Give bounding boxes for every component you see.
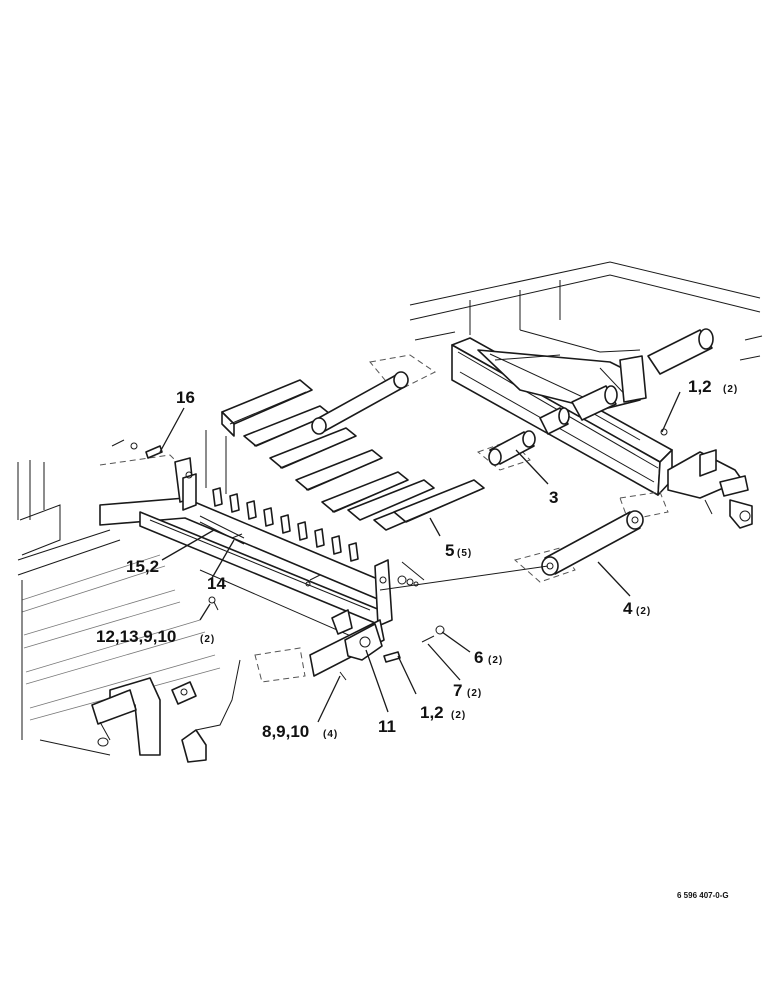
callout-11: 11 — [378, 717, 396, 736]
clip — [229, 493, 240, 513]
clip — [280, 514, 291, 534]
callout-1-2-bottom-qty: (2) — [451, 710, 466, 721]
frame-upper-right — [409, 261, 763, 361]
callout-8-9-10: 8,9,10 — [262, 722, 309, 741]
lower-plate — [309, 609, 385, 677]
roller-item-3 — [488, 430, 536, 466]
clip — [348, 542, 359, 562]
callout-1-2-bottom: 1,2 — [420, 703, 444, 722]
slat-plates — [221, 379, 485, 531]
callout-4-qty: (2) — [636, 606, 651, 617]
callout-7-qty: (2) — [467, 688, 482, 699]
callouts: 16 1,2 (2) 3 15,2 14 5 (5) 4 (2) 12,13,9… — [96, 377, 738, 741]
callout-15-2: 15,2 — [126, 557, 159, 576]
callout-6-qty: (2) — [488, 655, 503, 666]
callout-3: 3 — [549, 488, 558, 507]
callout-12-13-9-10: 12,13,9,10 — [96, 627, 176, 646]
leader-lines — [159, 391, 681, 723]
clip — [314, 528, 325, 548]
clip — [212, 487, 223, 507]
callout-14: 14 — [207, 574, 226, 593]
clip — [246, 500, 257, 520]
callout-5: 5 — [445, 541, 454, 560]
upper-link-bar — [311, 371, 409, 435]
link-bar-item-4 — [541, 510, 644, 576]
callout-7: 7 — [453, 681, 462, 700]
callout-8-9-10-qty: (4) — [323, 729, 338, 740]
callout-4: 4 — [623, 599, 633, 618]
callout-1-2-top-qty: (2) — [723, 384, 738, 395]
frame-left — [17, 460, 221, 756]
clip-row — [205, 430, 359, 562]
main-drawbar — [99, 457, 393, 641]
clip — [263, 507, 274, 527]
callout-5-qty: (5) — [457, 548, 472, 559]
callout-1-2-top: 1,2 — [688, 377, 712, 396]
drawing-number: 6 596 407-0-G — [677, 891, 729, 900]
callout-6: 6 — [474, 648, 483, 667]
end-bracket-right — [660, 428, 753, 529]
beam-rollers — [539, 328, 714, 435]
hardware — [111, 439, 549, 681]
lower-left-bracket — [91, 659, 241, 763]
clip — [297, 521, 308, 541]
clip — [331, 535, 342, 555]
callout-12-13-9-10-qty: (2) — [200, 634, 215, 645]
callout-16: 16 — [176, 388, 195, 407]
